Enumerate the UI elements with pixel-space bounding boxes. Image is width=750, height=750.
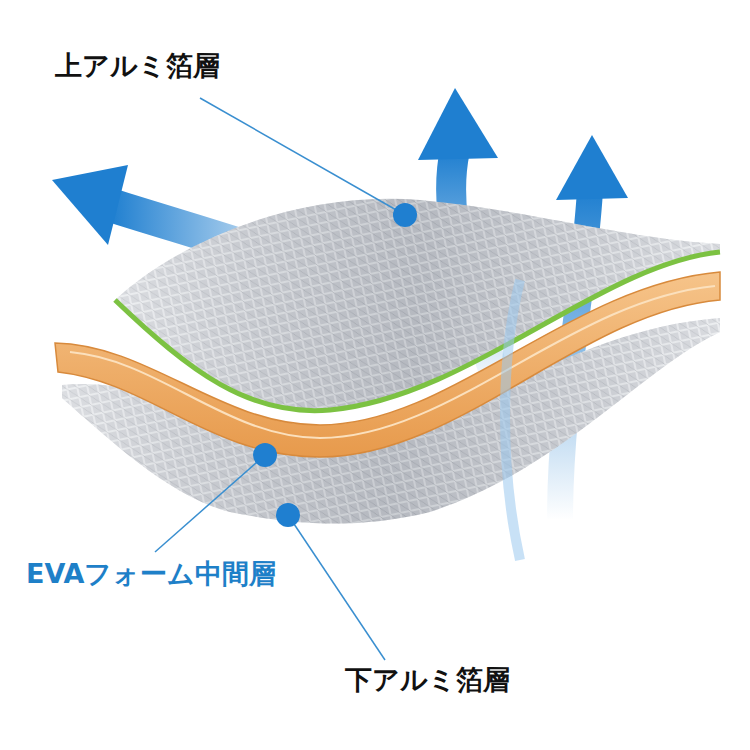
green-edge <box>115 252 720 411</box>
top-foil <box>115 199 720 411</box>
layer-label: EVAフォーム中間層 <box>26 558 276 590</box>
arrow-head <box>556 135 628 200</box>
callout-dot <box>276 503 300 527</box>
callout-dot <box>253 443 277 467</box>
layer-label: 下アルミ箔層 <box>345 664 510 696</box>
leader-line <box>200 98 405 215</box>
leader-line <box>155 455 265 552</box>
callout-dot <box>393 203 417 227</box>
leader-line <box>288 515 385 660</box>
arrow-head <box>418 88 498 160</box>
arrow-head <box>52 165 128 245</box>
layer-label: 上アルミ箔層 <box>55 50 220 82</box>
